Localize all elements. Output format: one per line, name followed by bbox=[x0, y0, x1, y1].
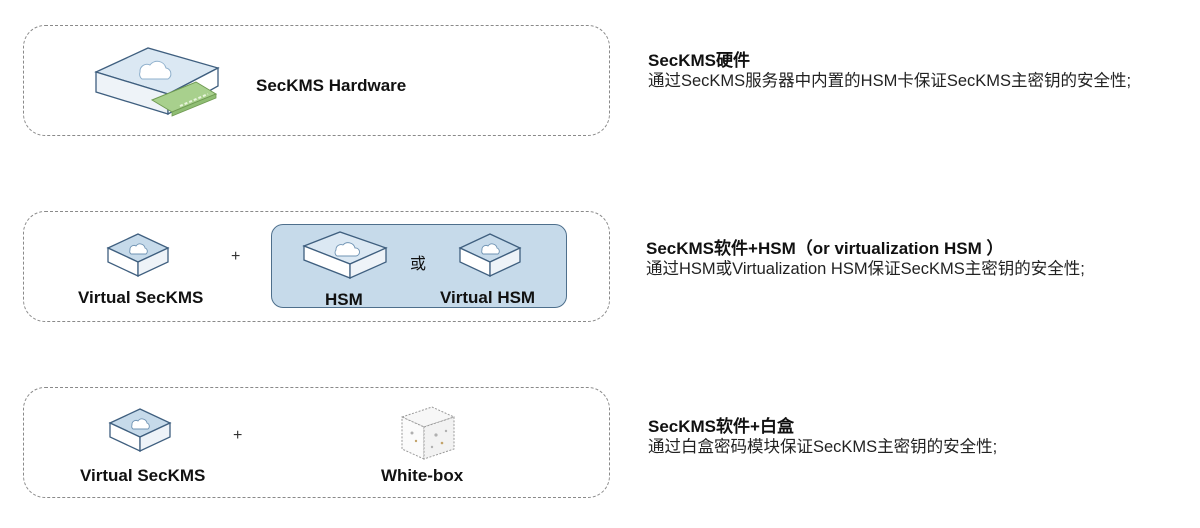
whitebox-icon bbox=[400, 406, 456, 460]
white-box-label: White-box bbox=[381, 466, 464, 485]
panel-software-whitebox bbox=[23, 387, 610, 498]
plus-sign: + bbox=[233, 427, 243, 444]
panel-seckms-hardware bbox=[23, 25, 610, 136]
row2-title: SecKMS软件+HSM（or virtualization HSM ） bbox=[646, 239, 1004, 258]
virtual-device-icon bbox=[108, 408, 172, 453]
hsm-device-icon bbox=[302, 231, 388, 280]
row1-description: 通过SecKMS服务器中内置的HSM卡保证SecKMS主密钥的安全性; bbox=[648, 72, 1132, 90]
plus-sign: + bbox=[231, 248, 241, 265]
row2-description: 通过HSM或Virtualization HSM保证SecKMS主密钥的安全性; bbox=[646, 260, 1085, 278]
or-label: 或 bbox=[410, 256, 427, 273]
virtual-device-icon bbox=[106, 233, 170, 278]
row3-title: SecKMS软件+白盒 bbox=[648, 417, 794, 436]
virtual-seckms-label: Virtual SecKMS bbox=[80, 466, 206, 485]
server-hardware-icon bbox=[94, 47, 220, 117]
hsm-card-icon bbox=[150, 81, 218, 117]
virtual-hsm-label: Virtual HSM bbox=[440, 288, 536, 307]
virtual-hsm-icon bbox=[458, 233, 522, 278]
seckms-hardware-label: SecKMS Hardware bbox=[256, 76, 407, 95]
panel-software-hsm bbox=[23, 211, 610, 322]
row3-description: 通过白盒密码模块保证SecKMS主密钥的安全性; bbox=[648, 438, 998, 456]
hsm-label: HSM bbox=[325, 290, 363, 309]
virtual-seckms-label: Virtual SecKMS bbox=[78, 288, 204, 307]
row1-title: SecKMS硬件 bbox=[648, 51, 751, 70]
